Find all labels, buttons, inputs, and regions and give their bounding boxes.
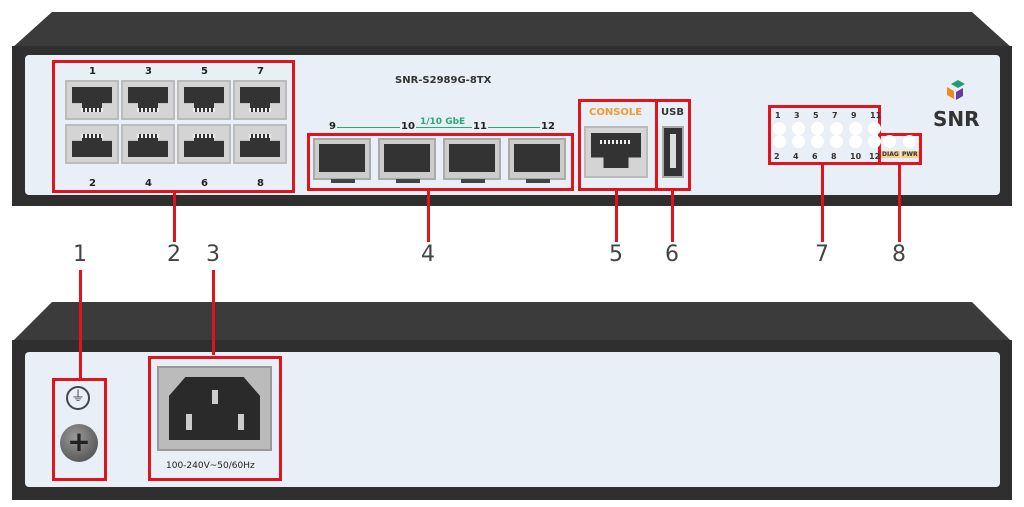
callout-number: 5: [609, 242, 623, 267]
diag-led: [883, 135, 896, 148]
port-led: [792, 135, 805, 148]
led-top-label: 1: [775, 111, 781, 120]
port-led: [849, 122, 862, 135]
usb-group: [655, 99, 691, 191]
snr-logo-icon: [943, 80, 973, 108]
system-leds-group: [878, 133, 922, 165]
rj45-top-label: 7: [257, 66, 264, 77]
rj45-port: [177, 80, 231, 120]
port-led: [811, 122, 824, 135]
usb-port: [662, 126, 684, 178]
power-inlet-group: [148, 356, 282, 481]
led-top-label: 3: [794, 111, 800, 120]
sfp-label: 9: [328, 121, 337, 132]
rj45-bottom-label: 2: [89, 178, 96, 189]
logo-text: SNR: [933, 107, 980, 131]
port-led: [792, 122, 805, 135]
led-top-label: 7: [832, 111, 838, 120]
led-bottom-label: 4: [793, 152, 799, 161]
led-top-label: 11: [870, 111, 882, 120]
rj45-port: [233, 80, 287, 120]
port-led: [830, 122, 843, 135]
led-bottom-label: 2: [774, 152, 780, 161]
console-label: CONSOLE: [589, 107, 643, 118]
rj45-port: [177, 124, 231, 164]
rj45-port: [65, 124, 119, 164]
sfp-label: 11: [472, 121, 488, 132]
rj45-port: [121, 124, 175, 164]
led-top-label: 9: [851, 111, 857, 120]
port-led: [773, 135, 786, 148]
callout-number: 2: [167, 242, 181, 267]
callout-line: [671, 191, 674, 248]
callout-line: [212, 270, 215, 355]
sfp-speed-label: 1/10 GbE: [418, 117, 468, 127]
callout-number: 1: [73, 242, 87, 267]
callout-line: [615, 191, 618, 248]
rj45-bottom-label: 4: [145, 178, 152, 189]
power-inlet: [157, 366, 272, 451]
led-bottom-label: 8: [831, 152, 837, 161]
rj45-port: [121, 80, 175, 120]
back-top-bevel: [12, 302, 1012, 342]
rj45-bottom-label: 8: [257, 178, 264, 189]
port-led: [868, 135, 881, 148]
rj45-bottom-label: 6: [201, 178, 208, 189]
callout-line: [173, 192, 176, 248]
sfp-label: 10: [400, 121, 416, 132]
rj45-top-label: 5: [201, 66, 208, 77]
rj45-ports-group: [52, 60, 295, 193]
callout-line: [79, 270, 82, 378]
diag-label: DIAG: [881, 151, 900, 158]
sfp-label: 12: [540, 121, 556, 132]
rj45-top-label: 1: [89, 66, 96, 77]
sfp-port: [313, 138, 371, 183]
port-led: [830, 135, 843, 148]
callout-line: [821, 165, 824, 248]
pwr-label: PWR: [901, 151, 919, 158]
port-led: [868, 122, 881, 135]
sfp-port: [378, 138, 436, 183]
callout-line: [898, 165, 901, 248]
callout-number: 3: [206, 242, 220, 267]
pwr-led: [903, 135, 916, 148]
led-top-label: 5: [813, 111, 819, 120]
led-bottom-label: 12: [869, 152, 881, 161]
ground-icon: ⏚: [66, 386, 90, 410]
sfp-speed-line: [335, 127, 545, 128]
port-led: [773, 122, 786, 135]
rj45-port: [65, 80, 119, 120]
rj45-top-label: 3: [145, 66, 152, 77]
console-port: [584, 126, 648, 178]
rj45-port: [233, 124, 287, 164]
callout-line: [427, 191, 430, 248]
callout-number: 7: [815, 242, 829, 267]
led-bottom-label: 10: [850, 152, 862, 161]
led-bottom-label: 6: [812, 152, 818, 161]
sfp-ports-group: [307, 133, 574, 191]
power-rating-label: 100-240V~50/60Hz: [166, 461, 255, 471]
ground-screw-icon: +: [60, 424, 98, 462]
port-leds-group: [768, 105, 881, 165]
callout-number: 4: [421, 242, 435, 267]
model-label: SNR-S2989G-8TX: [395, 75, 492, 86]
sfp-port: [508, 138, 566, 183]
port-led: [811, 135, 824, 148]
callout-number: 6: [665, 242, 679, 267]
port-led: [849, 135, 862, 148]
usb-label: USB: [661, 107, 684, 118]
sfp-port: [443, 138, 501, 183]
front-top-bevel: [12, 12, 1012, 48]
ground-group: [52, 378, 107, 481]
callout-number: 8: [892, 242, 906, 267]
